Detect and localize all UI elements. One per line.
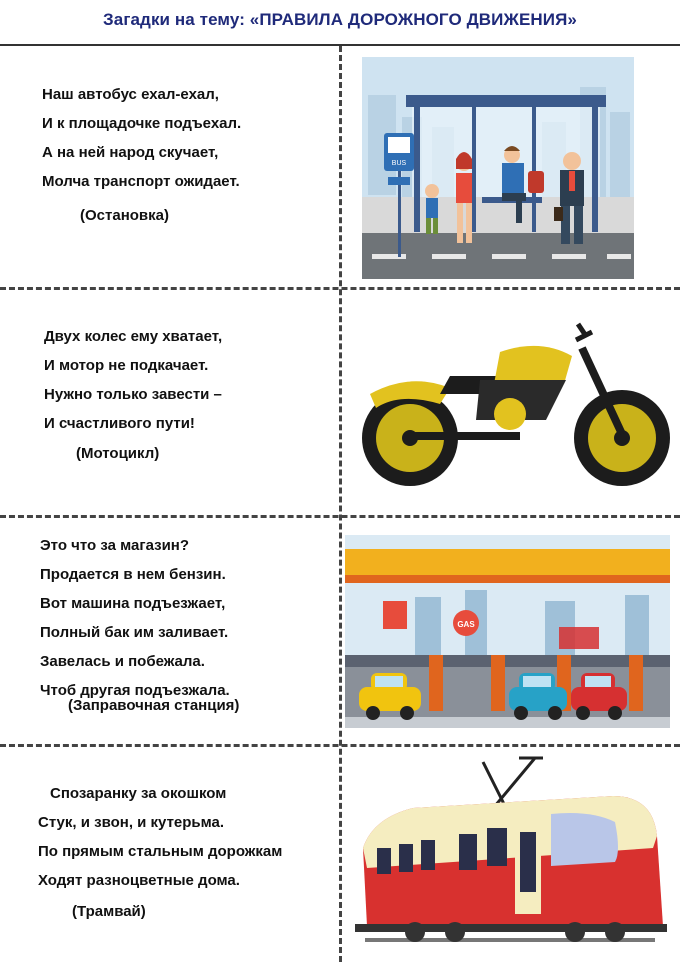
page-title: Загадки на тему: «ПРАВИЛА ДОРОЖНОГО ДВИЖ… (103, 10, 577, 29)
riddle-line: Двух колес ему хватает, (44, 328, 223, 345)
tram-illustration (355, 756, 667, 942)
gas-station-illustration: GAS (345, 535, 670, 728)
riddle-line: По прямым стальным дорожкам (38, 843, 283, 860)
motorcycle-illustration (362, 322, 670, 486)
vertical-divider (339, 46, 342, 962)
riddle-1-text: Наш автобус ехал-ехал, И к площадочке по… (42, 80, 241, 196)
riddle-line: Продается в нем бензин. (40, 566, 226, 583)
riddle-line: Завелась и побежала. (40, 653, 205, 670)
riddle-line: Нужно только завести – (44, 386, 222, 403)
riddle-3-answer: (Заправочная станция) (68, 697, 240, 714)
riddle-2-text: Двух колес ему хватает, И мотор не подка… (44, 322, 222, 438)
riddle-line: Молча транспорт ожидает. (42, 173, 240, 190)
riddle-4-answer: (Трамвай) (72, 903, 146, 920)
bus-stop-illustration: BUS (362, 57, 634, 279)
gas-sign-text: GAS (457, 620, 475, 629)
riddle-1-answer: (Остановка) (80, 207, 169, 224)
riddle-line: Полный бак им заливает. (40, 624, 229, 641)
riddle-line: Спозаранку за окошком (50, 785, 227, 802)
riddle-line: Наш автобус ехал-ехал, (42, 86, 219, 103)
riddle-line: Ходят разноцветные дома. (38, 872, 240, 889)
riddle-line: Чтоб другая подъезжала. (40, 682, 230, 699)
riddle-line: И к площадочке подъехал. (42, 115, 242, 132)
riddle-line: А на ней народ скучает, (42, 144, 219, 161)
title-underline (0, 44, 680, 46)
riddle-line: Стук, и звон, и кутерьма. (38, 814, 225, 831)
riddle-line: И мотор не подкачает. (44, 357, 209, 374)
riddle-line: Вот машина подъезжает, (40, 595, 226, 612)
riddle-2-answer: (Мотоцикл) (76, 445, 160, 462)
riddle-line: И счастливого пути! (44, 415, 195, 432)
bus-sign-text: BUS (392, 160, 407, 167)
riddle-3-text: Это что за магазин? Продается в нем бенз… (40, 531, 230, 705)
riddle-line: Это что за магазин? (40, 537, 190, 554)
riddle-4-text: Спозаранку за окошком Стук, и звон, и ку… (38, 779, 282, 895)
